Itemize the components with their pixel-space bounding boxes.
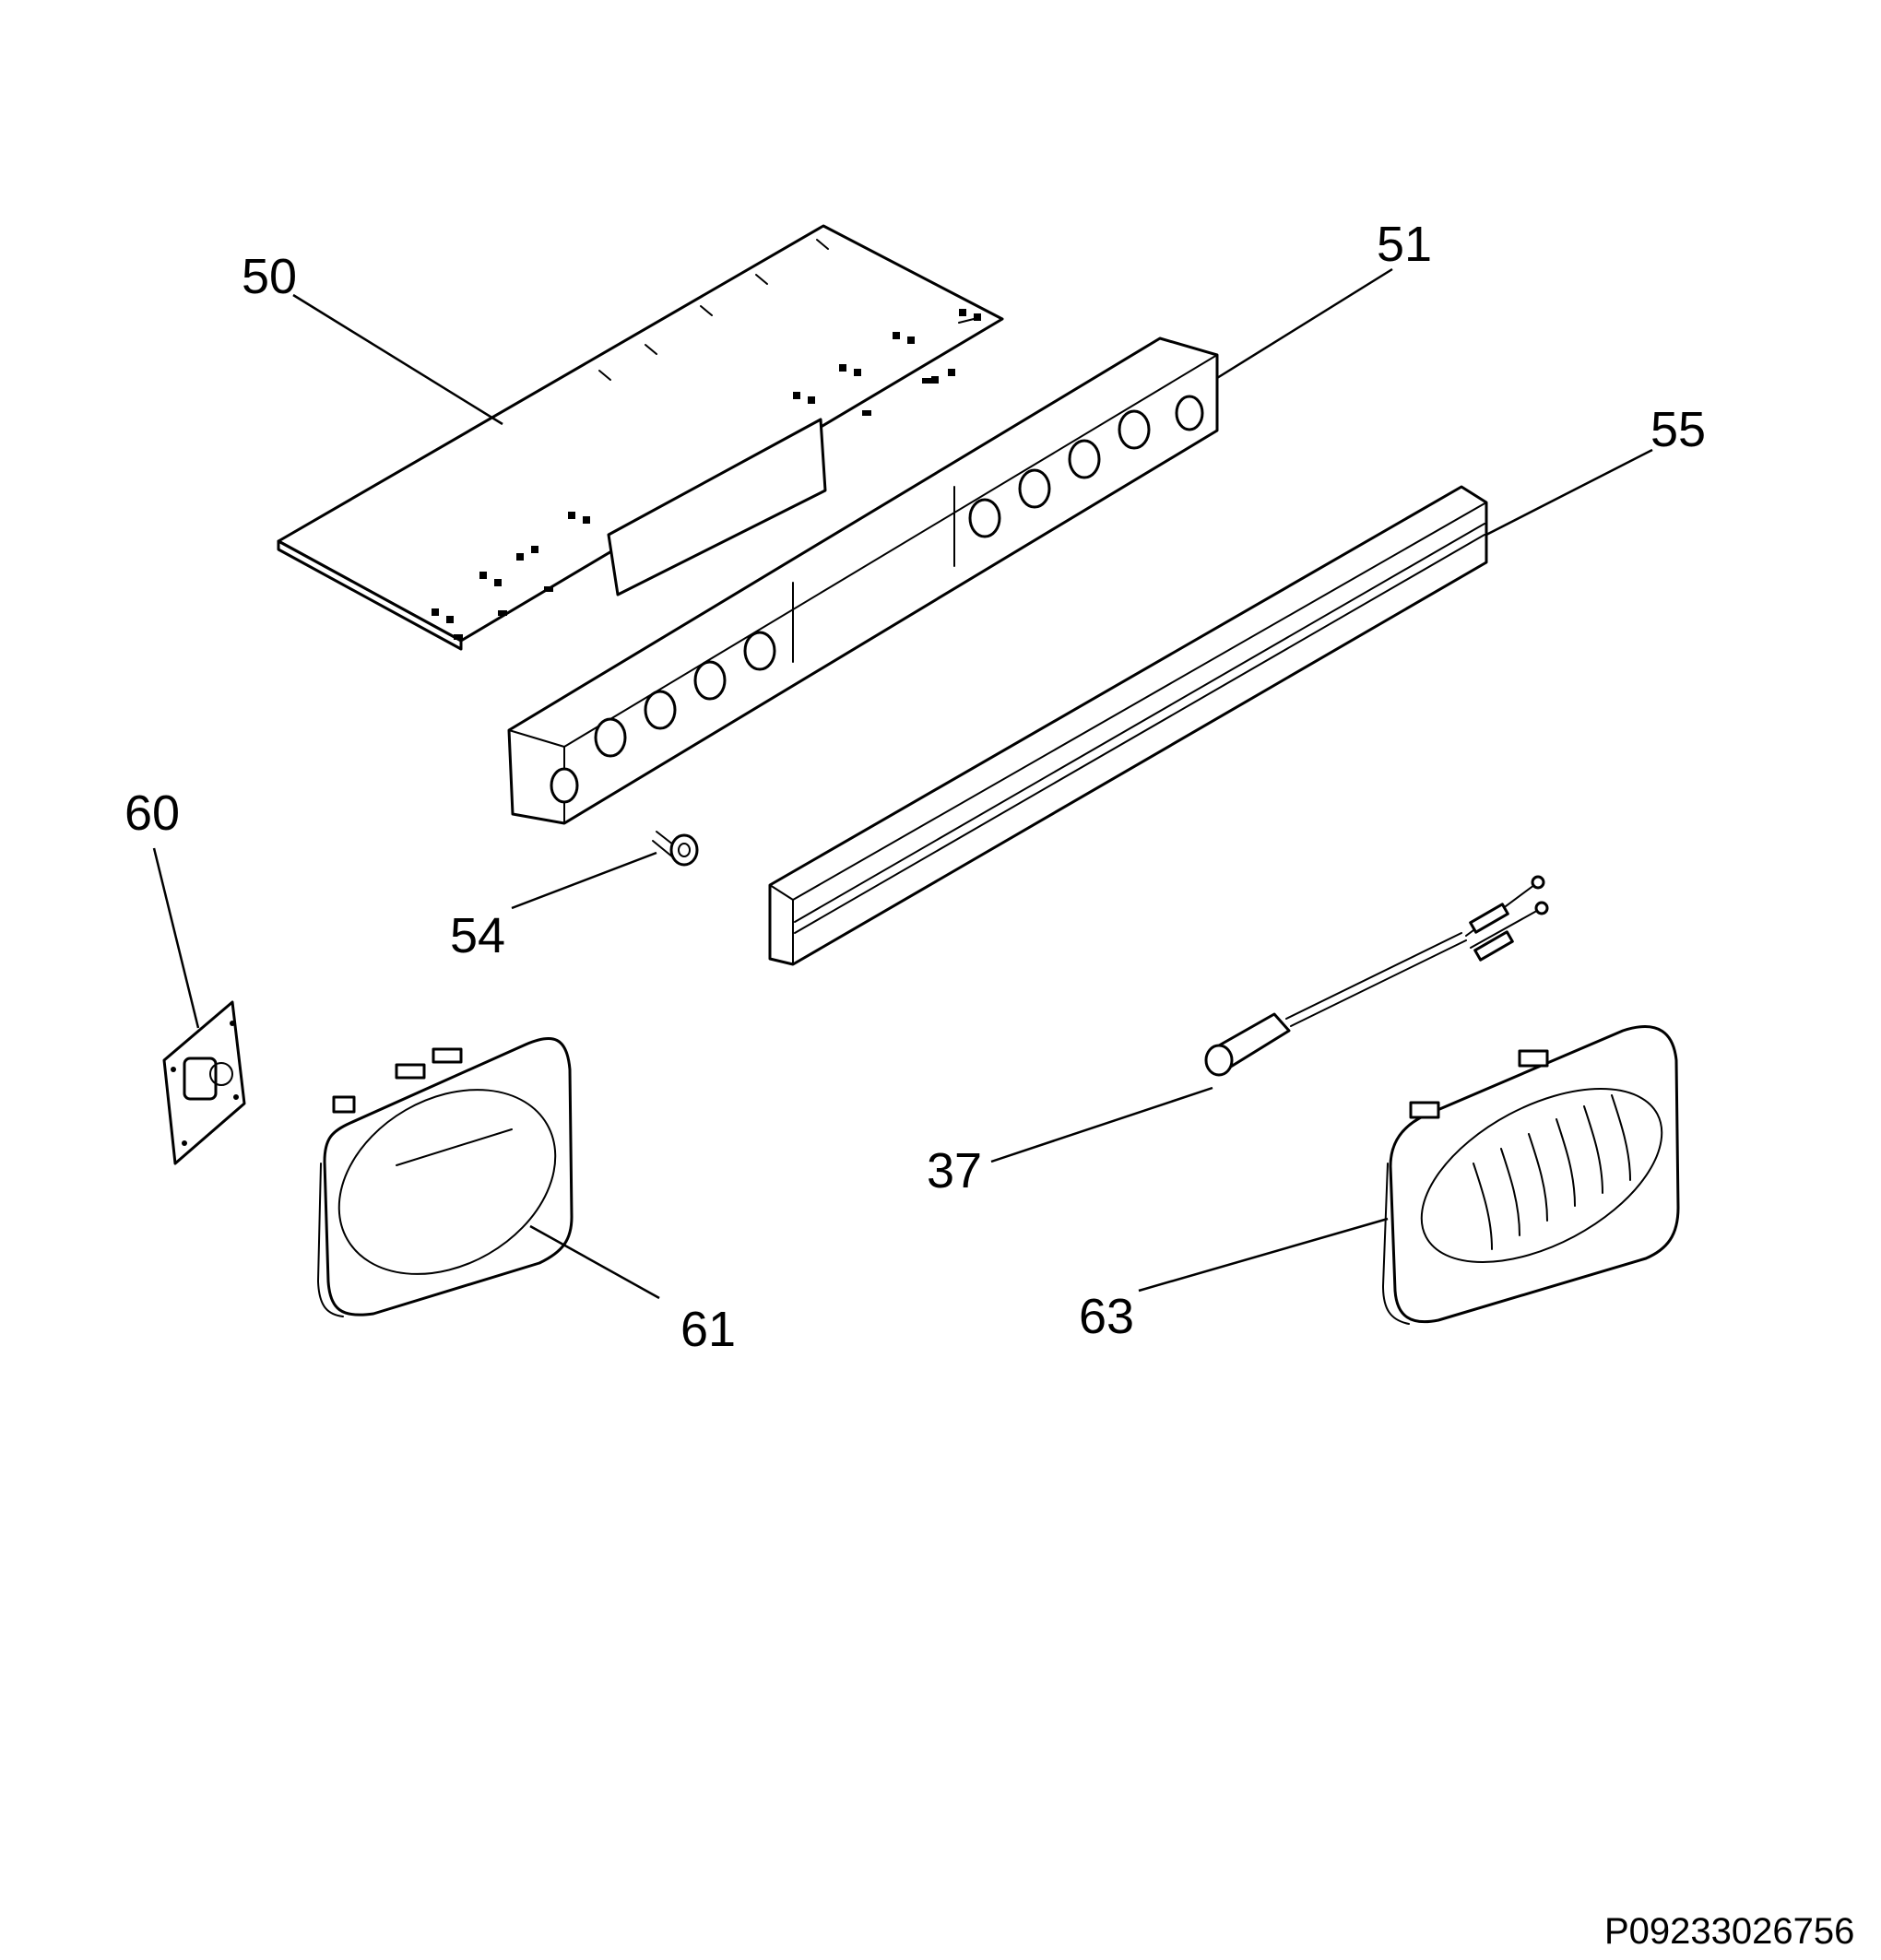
- part-37-sensor-probe: [1204, 875, 1549, 1077]
- part-63-grille-bezel: [1382, 1025, 1680, 1325]
- callout-63: 63: [1079, 1289, 1134, 1344]
- part-61-knob-bezel: [317, 1036, 574, 1317]
- grille-slats: [1473, 1094, 1631, 1250]
- callout-55: 55: [1650, 402, 1706, 457]
- callout-54: 54: [450, 908, 505, 963]
- board-slot-marks: [598, 239, 978, 381]
- leader-lines: [152, 267, 1653, 1300]
- callout-61: 61: [680, 1302, 736, 1357]
- part-60-switch: [162, 1000, 246, 1165]
- part-55-decor-strip: [768, 485, 1488, 966]
- callout-labels: 50 51 55 60 54 37 61 63: [124, 217, 1706, 1357]
- document-id: P09233026756: [1604, 1911, 1854, 1952]
- part-54-screw: [652, 831, 699, 867]
- callout-60: 60: [124, 785, 180, 841]
- callout-50: 50: [242, 249, 297, 304]
- callout-37: 37: [927, 1143, 982, 1198]
- part-50-control-board: [277, 224, 1004, 651]
- part-51-knob-panel: [507, 337, 1219, 825]
- callout-51: 51: [1377, 217, 1432, 272]
- board-connector-marks: [432, 309, 981, 640]
- panel-knob-holes: [550, 395, 1204, 804]
